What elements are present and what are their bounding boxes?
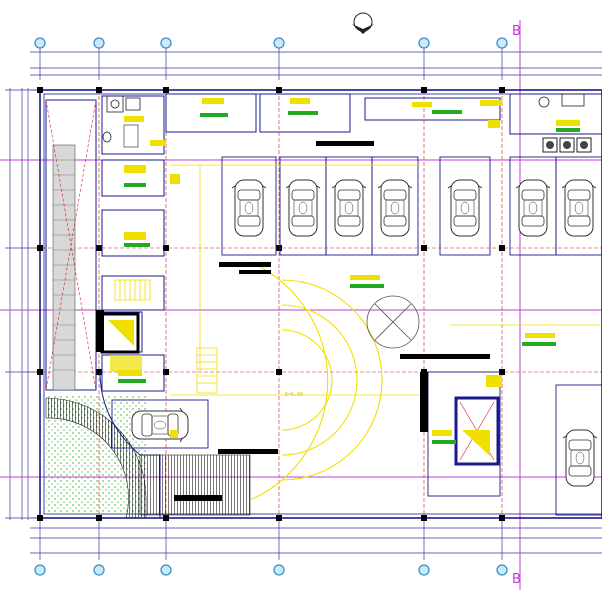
circular-opening — [366, 295, 420, 349]
section-label-bottom: B — [512, 572, 521, 587]
stair-flight — [196, 347, 218, 394]
parking-bays — [221, 156, 602, 256]
small-stair — [114, 279, 151, 301]
dimension-lines-top — [30, 48, 602, 80]
car-icon — [131, 407, 189, 443]
dimension-lines-left — [5, 88, 40, 520]
service-rooms-left — [101, 95, 165, 392]
level-tags — [118, 98, 580, 444]
car-icon — [285, 179, 321, 237]
toilet-fixtures — [102, 95, 141, 148]
car-icon — [447, 179, 483, 237]
car-icon — [515, 179, 551, 237]
lift-core-left — [100, 312, 142, 372]
dimension-lines-bottom — [30, 520, 602, 560]
parking-bay-bottom-left — [111, 399, 209, 449]
car-icon — [377, 179, 413, 237]
grid-bubbles-top — [34, 37, 508, 49]
curved-ramp — [45, 371, 251, 519]
car-icon — [562, 429, 598, 487]
car-icon — [331, 179, 367, 237]
thick-wall-segments — [96, 141, 490, 454]
turning-radius — [170, 164, 602, 501]
top-rooms — [165, 93, 602, 135]
section-axis-lines — [0, 20, 602, 590]
grid-bubbles-bottom — [34, 564, 508, 576]
north-arrow-icon — [352, 12, 374, 34]
car-icon — [561, 179, 597, 237]
car-icon — [231, 179, 267, 237]
ramp-area — [45, 99, 97, 391]
structural-columns — [37, 87, 505, 521]
parking-bay-bottom-right — [555, 384, 602, 516]
turning-radius-label: R=6.00 — [285, 392, 303, 398]
top-right-fixtures — [538, 93, 592, 153]
lift-core-right — [427, 371, 501, 497]
section-label-top: B — [512, 24, 521, 39]
